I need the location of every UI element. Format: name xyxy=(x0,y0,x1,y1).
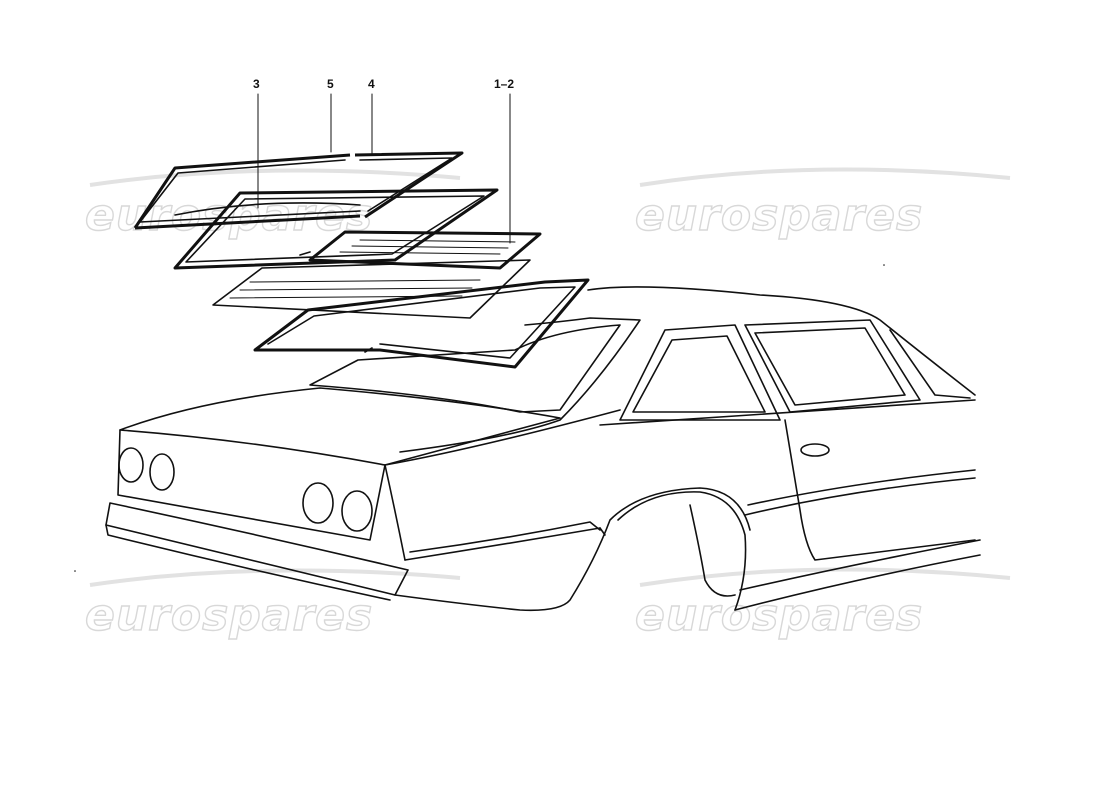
callout-4: 4 xyxy=(368,77,375,91)
rubber-seal-frame xyxy=(173,188,499,270)
watermark-top-right: eurospares xyxy=(635,190,923,241)
left-tail-light-outer xyxy=(118,447,144,483)
watermark-bottom-left: eurospares xyxy=(85,590,373,641)
scan-dot xyxy=(74,570,76,572)
car-body xyxy=(105,286,981,612)
callout-1-2: 1–2 xyxy=(494,77,514,91)
right-tail-light-inner xyxy=(341,490,373,532)
watermark-bottom-right: eurospares xyxy=(635,590,923,641)
glass-pane xyxy=(212,230,542,319)
callout-5: 5 xyxy=(327,77,334,91)
scan-dot xyxy=(883,264,885,266)
callout-3: 3 xyxy=(253,77,260,91)
right-tail-light-outer xyxy=(302,482,334,524)
inner-mounting-frame xyxy=(253,278,590,369)
rear-window-parts xyxy=(133,151,590,369)
left-tail-light-inner xyxy=(149,453,175,491)
outer-trim-frame xyxy=(133,151,464,230)
door-handle xyxy=(800,443,830,457)
callouts: 3 5 4 1–2 xyxy=(253,77,514,244)
